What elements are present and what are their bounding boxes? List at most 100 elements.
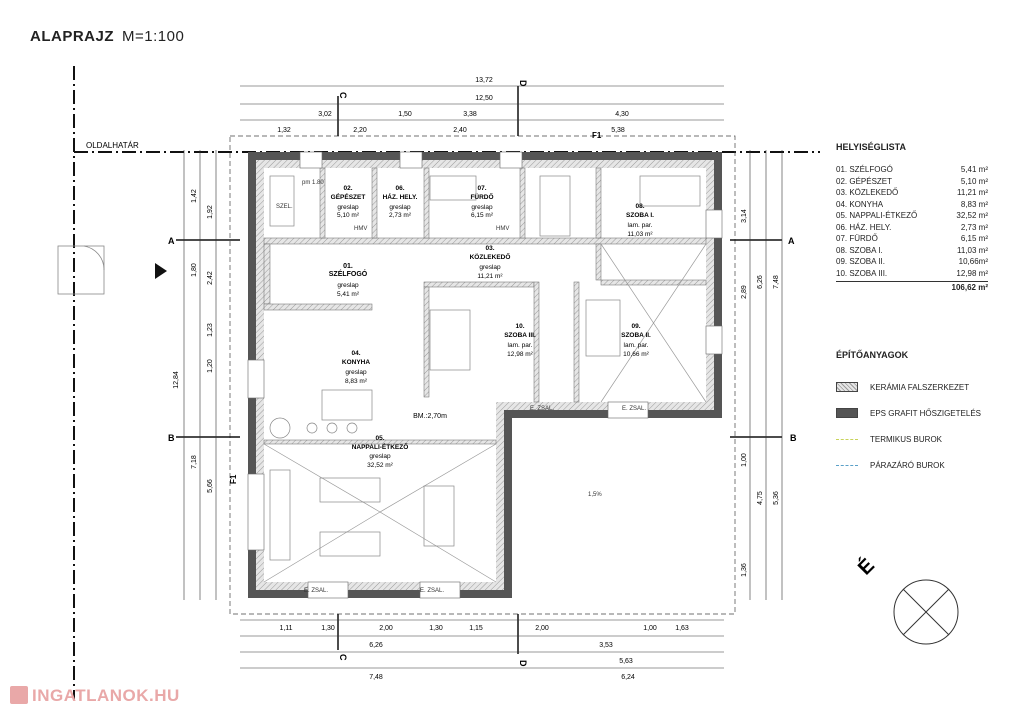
legend-item-eps: EPS GRAFIT HŐSZIGETELÉS	[836, 400, 981, 426]
vapour-line-swatch	[836, 464, 858, 466]
dimension-lines	[183, 85, 783, 669]
svg-text:11,03 m²: 11,03 m²	[627, 231, 653, 238]
svg-text:E. ZSAL.: E. ZSAL.	[622, 406, 646, 412]
furniture	[269, 175, 701, 561]
drawing-title: ALAPRAJZ M=1:100	[30, 28, 184, 45]
svg-text:1,32: 1,32	[277, 127, 291, 134]
svg-text:08.: 08.	[635, 203, 644, 210]
svg-text:HÁZ. HELY.: HÁZ. HELY.	[383, 192, 418, 201]
svg-text:05.: 05.	[375, 435, 384, 442]
scale-text: M=1:100	[122, 28, 185, 45]
svg-text:06.: 06.	[395, 185, 404, 192]
svg-text:5,63: 5,63	[619, 658, 633, 665]
svg-text:2,73 m²: 2,73 m²	[389, 212, 412, 219]
svg-text:11,21 m²: 11,21 m²	[477, 273, 503, 280]
svg-text:1,30: 1,30	[321, 625, 335, 632]
svg-text:1,92: 1,92	[207, 205, 214, 219]
dimension-texts-vertical: 12,84 1,42 1,92 1,80 2,42 1,23 1,20 7,18…	[173, 189, 780, 577]
svg-text:1,23: 1,23	[207, 323, 214, 337]
svg-text:6,26: 6,26	[369, 642, 383, 649]
room-list-title: HELYISÉGLISTA	[836, 142, 907, 152]
svg-text:pm 1.80: pm 1.80	[302, 180, 324, 186]
svg-text:09.: 09.	[631, 323, 640, 330]
svg-text:SZÉLFOGÓ: SZÉLFOGÓ	[329, 269, 368, 278]
svg-text:32,52 m²: 32,52 m²	[367, 462, 393, 469]
eps-swatch	[836, 408, 858, 418]
room-label-09: 09.SZOBA II.lam. par.10,66 m²	[621, 323, 651, 358]
svg-text:GÉPÉSZET: GÉPÉSZET	[331, 192, 366, 201]
svg-text:SZEL.: SZEL.	[276, 204, 293, 210]
svg-text:7,48: 7,48	[369, 674, 383, 681]
svg-text:5,38: 5,38	[611, 127, 625, 134]
svg-text:3,53: 3,53	[599, 642, 613, 649]
svg-text:B: B	[790, 433, 797, 443]
svg-text:1,11: 1,11	[279, 625, 292, 632]
svg-text:2,00: 2,00	[535, 625, 549, 632]
room-row: 06. HÁZ. HELY.2,73 m²	[836, 222, 988, 232]
svg-text:6,15 m²: 6,15 m²	[471, 212, 494, 219]
svg-text:10.: 10.	[515, 323, 524, 330]
svg-text:7,18: 7,18	[191, 455, 198, 469]
outline-dashed	[229, 135, 736, 615]
section-markers: A A B B C C D D F1 F1	[168, 80, 797, 667]
svg-text:D: D	[518, 80, 528, 87]
room-row: 08. SZOBA I.11,03 m²	[836, 245, 988, 255]
svg-text:E. ZSAL.: E. ZSAL.	[530, 406, 554, 412]
svg-text:FÜRDŐ: FÜRDŐ	[470, 192, 493, 201]
room-total: 106,62 m²	[836, 281, 988, 292]
legend-item-thermal: TERMIKUS BUROK	[836, 426, 981, 452]
svg-text:02.: 02.	[343, 185, 352, 192]
svg-text:KONYHA: KONYHA	[342, 359, 370, 366]
svg-text:greslap: greslap	[389, 204, 411, 211]
svg-text:12,98 m²: 12,98 m²	[507, 351, 533, 358]
svg-text:1,00: 1,00	[741, 453, 748, 467]
svg-text:B: B	[168, 433, 175, 443]
materials-legend: KERÁMIA FALSZERKEZET EPS GRAFIT HŐSZIGET…	[836, 374, 981, 478]
svg-text:É: É	[853, 554, 879, 580]
svg-text:SZOBA III.: SZOBA III.	[504, 332, 536, 339]
watermark-logo: INGATLANOK.HU	[10, 686, 180, 706]
thermal-line-swatch	[836, 438, 858, 440]
svg-text:KÖZLEKEDŐ: KÖZLEKEDŐ	[470, 252, 511, 261]
svg-text:5,10 m²: 5,10 m²	[337, 212, 360, 219]
north-arrow-icon: É	[853, 554, 959, 645]
svg-text:03.: 03.	[485, 245, 494, 252]
svg-text:HMV: HMV	[496, 226, 509, 232]
svg-text:1,42: 1,42	[191, 189, 198, 203]
svg-text:04.: 04.	[351, 350, 360, 357]
dimension-texts: 13,72 12,50 3,02 1,50 3,38 4,30 5,38 2,2…	[277, 77, 689, 681]
room-row: 10. SZOBA III.12,98 m²	[836, 268, 988, 278]
border-label: OLDALHATÁR	[86, 141, 139, 150]
svg-text:4,30: 4,30	[615, 111, 629, 118]
svg-text:01.: 01.	[343, 263, 353, 270]
svg-text:1,36: 1,36	[741, 563, 748, 577]
svg-text:SZOBA II.: SZOBA II.	[621, 332, 651, 339]
ceramic-swatch	[836, 382, 858, 392]
svg-text:greslap: greslap	[337, 282, 359, 289]
interior	[264, 168, 706, 582]
svg-text:7,48: 7,48	[773, 275, 780, 289]
interior-walls	[263, 167, 707, 445]
svg-text:1,20: 1,20	[207, 359, 214, 373]
title-text: ALAPRAJZ	[30, 28, 115, 45]
small-labels: E. ZSAL. E. ZSAL. E. ZSAL. E. ZSAL. HMV …	[276, 180, 646, 594]
svg-text:F1: F1	[229, 474, 238, 484]
svg-text:6,24: 6,24	[621, 674, 635, 681]
svg-text:greslap: greslap	[471, 204, 493, 211]
height-label: BM.:2,70m	[413, 413, 447, 420]
svg-text:lam. par.: lam. par.	[628, 222, 653, 229]
svg-text:SZOBA I.: SZOBA I.	[626, 212, 654, 219]
svg-text:E. ZSAL.: E. ZSAL.	[420, 588, 444, 594]
svg-text:1,80: 1,80	[191, 263, 198, 277]
entry-door-swing	[83, 245, 105, 271]
svg-text:greslap: greslap	[337, 204, 359, 211]
roof-lines	[263, 243, 707, 583]
